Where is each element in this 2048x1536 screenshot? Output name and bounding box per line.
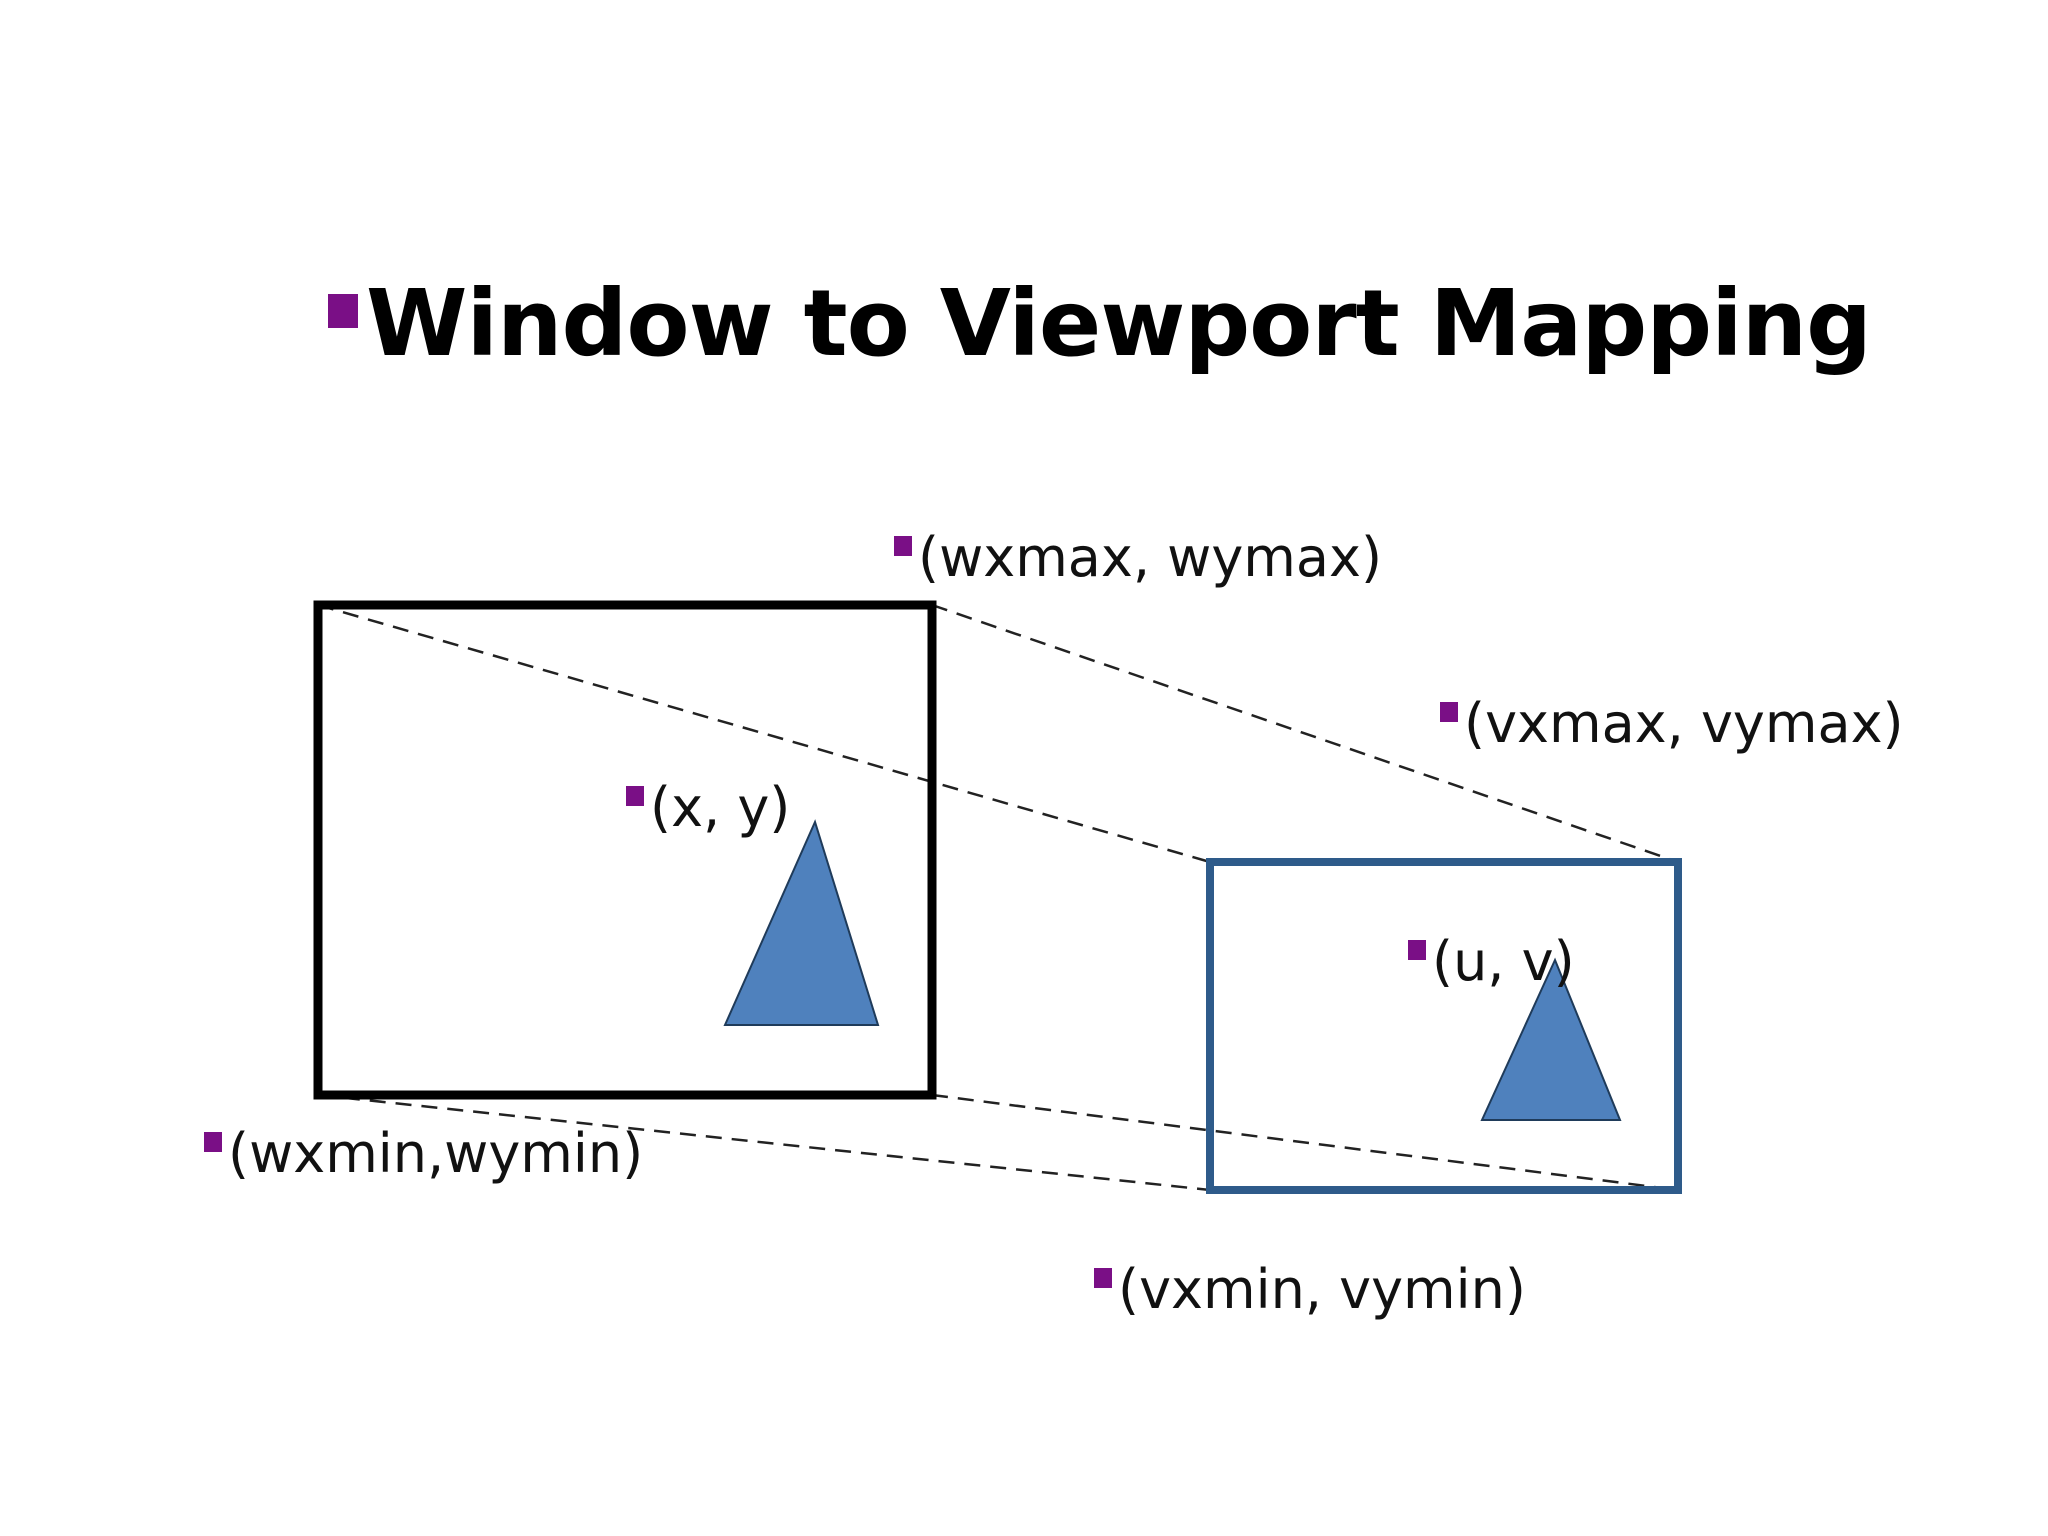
window-max-corner-label: (wxmax, wymax): [894, 522, 1382, 592]
bullet-square-icon: [328, 294, 358, 328]
bullet-square-icon: [1440, 702, 1458, 722]
viewport-point-label: (u, v): [1408, 926, 1575, 996]
bullet-square-icon: [894, 536, 912, 556]
mapping-line-bottom-inner: [317, 1093, 1211, 1192]
bullet-square-icon: [1408, 940, 1426, 960]
mapping-line-bottom-outer: [931, 1093, 1679, 1192]
viewport-rectangle: [1206, 858, 1682, 1194]
bullet-square-icon: [1094, 1268, 1112, 1288]
viewport-triangle: [1480, 957, 1622, 1121]
window-point-label: (x, y): [626, 772, 790, 842]
window-min-corner-label: (wxmin,wymin): [204, 1118, 643, 1188]
viewport-max-corner-label: (vxmax, vymax): [1440, 688, 1904, 758]
mapping-line-top-outer: [931, 603, 1679, 864]
window-rectangle: [313, 600, 937, 1100]
bullet-square-icon: [626, 786, 644, 806]
viewport-min-corner-label: (vxmin, vymin): [1094, 1254, 1526, 1324]
bullet-square-icon: [204, 1132, 222, 1152]
window-triangle: [723, 819, 880, 1026]
title-text: Window to Viewport Mapping: [366, 269, 1872, 377]
slide-title: Window to Viewport Mapping: [328, 268, 1872, 378]
